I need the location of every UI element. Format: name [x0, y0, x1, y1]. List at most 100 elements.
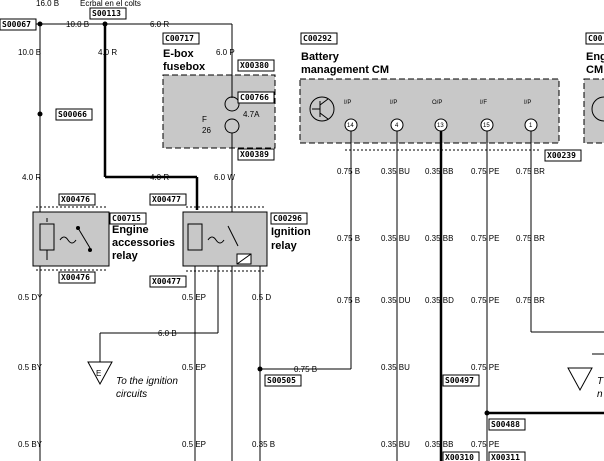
- tag-s00497: S00497: [442, 374, 480, 387]
- wire-label: 6.0 R: [150, 20, 169, 29]
- svg-text:S00488: S00488: [491, 420, 520, 429]
- col3-label: 0.35 BB: [425, 234, 453, 243]
- col4-label: 0.75 PE: [471, 440, 499, 449]
- svg-text:X00389: X00389: [240, 150, 269, 159]
- svg-text:X00477: X00477: [152, 277, 181, 286]
- fuse-number: 26: [202, 126, 211, 135]
- col1-label: 0.75 B: [337, 234, 360, 243]
- col5-label: 0.75 BR: [516, 167, 545, 176]
- wire-label: 10.0 B: [18, 48, 41, 57]
- splice-s00488: [484, 410, 490, 416]
- tag-c00715: C00715: [109, 212, 147, 225]
- ground-letter: E: [96, 369, 101, 378]
- relay-diode-slash: [236, 253, 252, 265]
- relay-wave-icon: [207, 236, 225, 244]
- ign-relay-title: Ignition: [271, 226, 311, 238]
- col4-label: 0.75 PE: [471, 234, 499, 243]
- col2-label: 0.35 BU: [381, 234, 410, 243]
- pin-label: I/F: [480, 100, 487, 106]
- tag-x00311: X00311: [488, 451, 526, 461]
- col4-label: 0.75 PE: [471, 296, 499, 305]
- wire-label: 0.5 D: [252, 293, 271, 302]
- wire-label: 0.5 BY: [18, 440, 43, 449]
- svg-text:X00311: X00311: [491, 453, 520, 461]
- col1-label: 0.75 B: [337, 167, 360, 176]
- col3-label: 0.35 BB: [425, 167, 453, 176]
- pin-number: 13: [437, 123, 444, 129]
- svg-text:S00066: S00066: [58, 110, 87, 119]
- edge-note: T: [597, 376, 604, 387]
- svg-text:X00380: X00380: [240, 61, 269, 70]
- bms-title-line1: Battery: [301, 51, 340, 63]
- col3-label: 0.35 BB: [425, 440, 453, 449]
- col3-label: 0.35 BD: [425, 296, 454, 305]
- svg-text:X00476: X00476: [61, 273, 90, 282]
- wire-label: 6.0 B: [158, 329, 177, 338]
- tag-s00066: S00066: [55, 108, 93, 121]
- svg-text:X00476: X00476: [61, 195, 90, 204]
- wire-label: 4.0 R: [98, 48, 117, 57]
- relay-switch-icon: [227, 225, 239, 247]
- svg-text:X00310: X00310: [445, 453, 474, 461]
- pin-number: 1: [529, 123, 533, 129]
- ebox-fusebox: [162, 74, 276, 149]
- pin-5: I/P 1: [524, 100, 538, 132]
- ignition-relay: [182, 211, 268, 267]
- col5-label: 0.75 BR: [516, 234, 545, 243]
- pin-number: 15: [483, 123, 490, 129]
- svg-text:C00296: C00296: [273, 214, 302, 223]
- to-ignition-note: To the ignition: [116, 376, 178, 387]
- wire-label: 0.5 DY: [18, 293, 43, 302]
- tag-x00477-bottom: X00477: [149, 275, 187, 288]
- tag-c00-edge: C00: [585, 32, 604, 45]
- pin-3: O/P 13: [432, 100, 448, 132]
- tag-c00766: C00766: [237, 91, 275, 104]
- edge-cm-title: Eng: [586, 51, 604, 63]
- relay-coil-icon: [187, 223, 203, 251]
- relay-switch-icon: [77, 227, 91, 249]
- svg-text:C00292: C00292: [303, 34, 332, 43]
- wire-label: 0.75 B: [294, 365, 317, 374]
- tag-x00310: X00310: [442, 451, 480, 461]
- pin-label: I/P: [390, 100, 397, 106]
- col4-label: 0.75 PE: [471, 363, 499, 372]
- battery-management-cm: [299, 78, 560, 144]
- svg-text:C00: C00: [588, 34, 603, 43]
- tag-s00488: S00488: [488, 418, 526, 431]
- tag-x00476-bottom: X00476: [58, 271, 96, 284]
- col2-label: 0.35 BU: [381, 440, 410, 449]
- svg-text:C00766: C00766: [240, 93, 269, 102]
- to-ignition-note: circuits: [116, 389, 147, 400]
- pin-4: I/F 15: [480, 100, 494, 132]
- svg-text:X00477: X00477: [152, 195, 181, 204]
- tag-x00389: X00389: [237, 148, 275, 161]
- svg-text:S00067: S00067: [2, 20, 31, 29]
- fuse-top-loop: [224, 96, 240, 112]
- col4-label: 0.75 PE: [471, 167, 499, 176]
- wire-label: 0.5 BY: [18, 363, 43, 372]
- ebox-title-line1: E-box: [163, 48, 194, 60]
- pin-label: I/P: [524, 100, 531, 106]
- splice-s00066: [37, 111, 43, 117]
- edge-ground-triangle-icon: [567, 367, 593, 392]
- edge-transistor-icon: [591, 96, 604, 122]
- wire-label: 0.5 EP: [182, 293, 206, 302]
- fuse-rating: 4.7A: [243, 110, 260, 119]
- tag-s00067: S00067: [0, 18, 37, 31]
- wire-label: 4.0 R: [150, 173, 169, 182]
- wire-label: 6.0 P: [216, 48, 235, 57]
- tag-s00113: S00113: [89, 7, 127, 20]
- wire-label: 10.0 B: [66, 20, 89, 29]
- tag-x00239: X00239: [544, 149, 582, 162]
- wire-label: 6.0 W: [214, 173, 235, 182]
- ign-relay-title: relay: [271, 240, 298, 252]
- wire-label: 0.35 B: [252, 440, 275, 449]
- svg-text:S00113: S00113: [92, 9, 121, 18]
- svg-text:C00717: C00717: [165, 34, 194, 43]
- pin-number: 4: [395, 123, 399, 129]
- col2-label: 0.35 BU: [381, 363, 410, 372]
- pin-label: I/P: [344, 100, 351, 106]
- relay-contact: [76, 226, 80, 230]
